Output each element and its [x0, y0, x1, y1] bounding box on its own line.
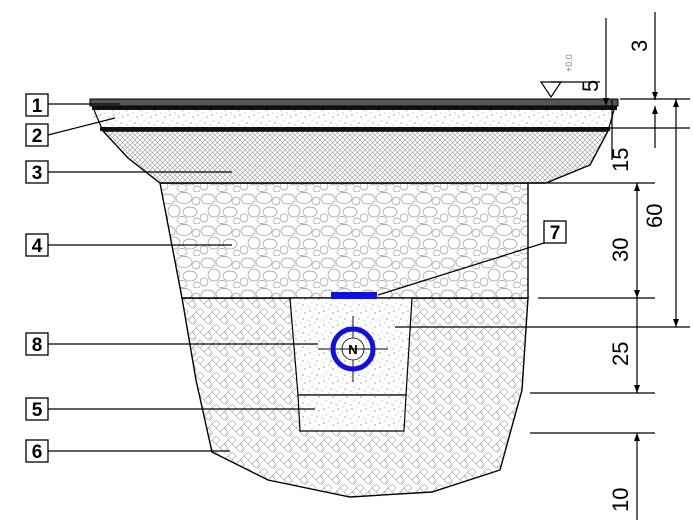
svg-text:60: 60: [642, 204, 667, 228]
layer-gravel: [159, 182, 529, 299]
svg-text:25: 25: [608, 342, 633, 366]
svg-text:4: 4: [32, 236, 43, 257]
layer-sand-base: [94, 110, 614, 128]
label-5: 5: [25, 397, 315, 421]
pipe: N: [318, 316, 388, 382]
layer-asphalt: [89, 98, 619, 107]
label-8: 8: [25, 332, 318, 356]
label-6: 6: [25, 439, 230, 463]
dimension-lines: 3 15 60 30 25 10: [395, 12, 690, 520]
svg-text:5: 5: [578, 80, 603, 92]
level-marker: +0.0 5: [539, 18, 609, 106]
svg-text:5: 5: [32, 400, 43, 421]
label-3: 3: [25, 160, 232, 184]
label-2: 2: [25, 117, 116, 147]
svg-text:7: 7: [550, 223, 561, 244]
svg-text:30: 30: [608, 238, 633, 262]
warning-tape: [331, 292, 377, 299]
layer-crushed-stone: [101, 130, 610, 184]
svg-text:2: 2: [32, 126, 43, 147]
svg-text:+0.0: +0.0: [564, 54, 574, 72]
svg-text:10: 10: [608, 488, 633, 512]
svg-text:3: 3: [627, 40, 652, 52]
label-7: 7: [377, 220, 567, 296]
layer-bitumen-line-1: [92, 106, 617, 110]
trench-bedding: [297, 394, 407, 432]
svg-text:1: 1: [32, 96, 43, 117]
layer-bitumen-line-2: [100, 127, 610, 131]
svg-text:3: 3: [32, 163, 43, 184]
svg-text:8: 8: [32, 335, 43, 356]
svg-text:6: 6: [32, 442, 43, 463]
label-4: 4: [25, 233, 232, 257]
svg-text:15: 15: [608, 148, 633, 172]
label-1: 1: [25, 93, 120, 117]
pipe-mark: N: [348, 342, 357, 357]
